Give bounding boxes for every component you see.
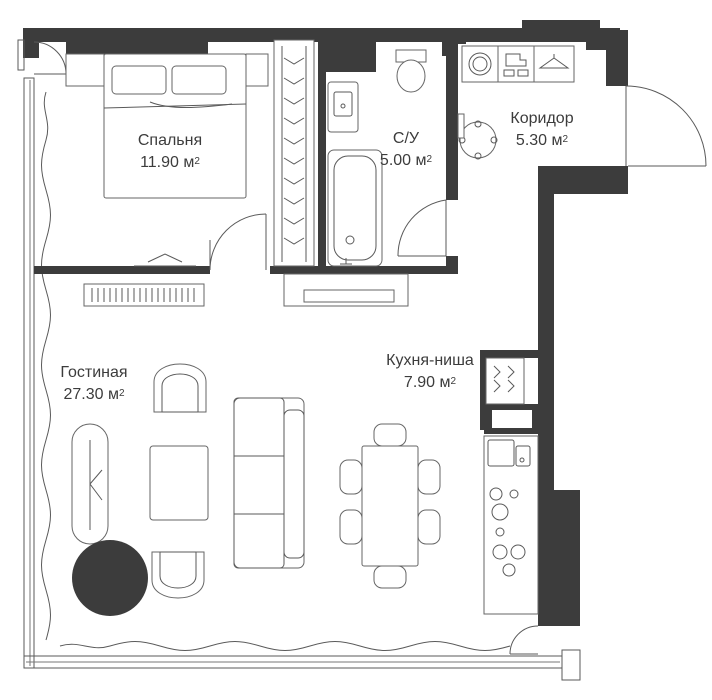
shoe-rack-icon xyxy=(497,45,535,83)
radiator-icon xyxy=(283,273,409,307)
floor-lamp xyxy=(71,423,109,545)
room-label-corridor: Коридор 5.30 м2 xyxy=(492,108,592,152)
armchair-icon xyxy=(151,551,205,599)
windows xyxy=(17,39,581,681)
kitchen-sink-icon xyxy=(487,439,531,467)
coat-rack-icon xyxy=(457,113,498,160)
room-area: 11.90 м2 xyxy=(140,154,200,171)
room-name: Гостиная xyxy=(60,364,128,381)
exterior-walls xyxy=(23,20,628,626)
room-label-living: Гостиная 27.30 м2 xyxy=(44,362,144,406)
room-label-kitchen: Кухня-ниша 7.90 м2 xyxy=(370,350,490,394)
room-label-bathroom: С/У 5.00 м2 xyxy=(366,128,446,172)
dining-table-icon xyxy=(339,423,441,589)
bedside-table xyxy=(245,53,269,87)
sofa-icon xyxy=(233,397,305,569)
room-name: Кухня-ниша xyxy=(386,352,474,369)
bedside-table xyxy=(65,53,105,87)
washing-machine-icon xyxy=(461,45,499,83)
doors xyxy=(33,41,707,655)
room-area: 27.30 м2 xyxy=(63,386,125,403)
toilet-icon xyxy=(395,49,427,93)
cooktop-icon xyxy=(489,487,526,577)
coffee-table-icon xyxy=(149,445,209,521)
room-area: 5.30 м2 xyxy=(515,132,569,149)
sink-icon xyxy=(327,81,359,133)
armchair-icon xyxy=(153,363,207,413)
bed-icon xyxy=(103,53,247,199)
room-area: 5.00 м2 xyxy=(379,152,433,169)
interior-walls xyxy=(34,40,540,434)
tv-cabinet xyxy=(83,283,205,307)
room-area: 7.90 м2 xyxy=(403,374,457,391)
tv-console-icon xyxy=(134,253,196,267)
room-name: С/У xyxy=(392,130,420,147)
room-label-bedroom: Спальня 11.90 м2 xyxy=(120,130,220,174)
room-name: Спальня xyxy=(137,132,203,149)
wardrobe-icon xyxy=(273,39,315,267)
round-rug-icon xyxy=(72,540,148,616)
room-name: Коридор xyxy=(510,110,574,127)
hanger-icon xyxy=(533,45,575,83)
bathtub-icon xyxy=(327,149,383,267)
